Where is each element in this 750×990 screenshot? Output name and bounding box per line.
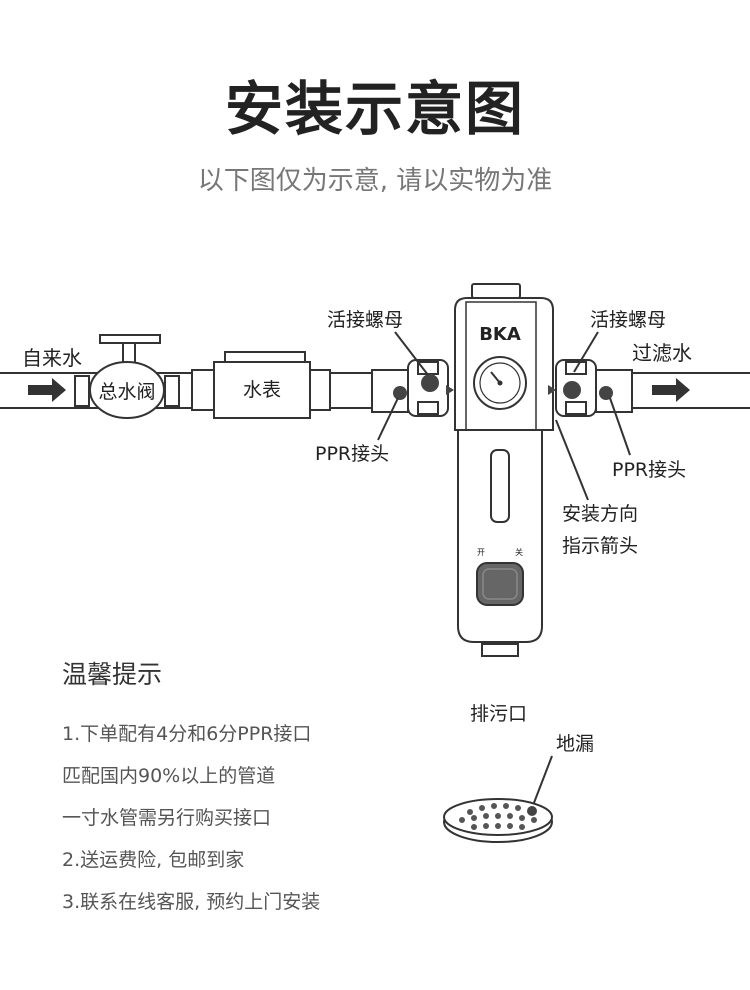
drain-outlet-label: 排污口 — [470, 703, 527, 725]
ppr-left-label: PPR接头 — [315, 443, 389, 465]
inlet-label: 自来水 — [22, 346, 82, 370]
installation-diagram: 自来水 总水阀 水表 活接螺母 PPR接头 BKA — [0, 283, 750, 657]
floor-drain-icon — [443, 798, 553, 843]
inlet-arrow-icon — [28, 378, 66, 402]
pressure-gauge — [473, 356, 527, 410]
brand-logo: BKA — [479, 324, 521, 345]
water-meter-label: 水表 — [243, 379, 281, 401]
drain-area: 排污口 地漏 — [443, 703, 594, 843]
nut-left-label: 活接螺母 — [327, 309, 403, 331]
tip-line: 1.下单配有4分和6分PPR接口 — [62, 723, 312, 745]
main-valve-label: 总水阀 — [98, 381, 155, 403]
switch-close-label: 关 — [515, 547, 523, 557]
tip-line: 匹配国内90%以上的管道 — [62, 765, 276, 787]
outlet-label: 过滤水 — [632, 341, 692, 365]
outlet-pipe — [632, 372, 750, 409]
ppr-right-label: PPR接头 — [612, 459, 686, 481]
tips-panel: 温馨提示 1.下单配有4分和6分PPR接口 匹配国内90%以上的管道 一寸水管需… — [62, 655, 422, 923]
pre-filter-unit: BKA 开 关 — [454, 283, 554, 657]
direction-arrow-label-line2: 指示箭头 — [562, 535, 638, 557]
water-meter: 水表 — [191, 351, 331, 419]
flush-knob[interactable] — [476, 562, 524, 606]
tip-line: 3.联系在线客服, 预约上门安装 — [62, 891, 321, 913]
switch-open-label: 开 — [477, 548, 485, 557]
left-fittings — [371, 359, 454, 417]
tips-title: 温馨提示 — [62, 660, 163, 689]
page-title: 安装示意图 — [224, 75, 525, 143]
outlet-arrow-icon — [652, 378, 690, 402]
right-fittings — [548, 359, 633, 417]
direction-arrow-icon — [446, 385, 454, 395]
direction-arrow-label-line1: 安装方向 — [562, 503, 638, 525]
floor-drain-label: 地漏 — [556, 733, 594, 755]
tip-line: 2.送运费险, 包邮到家 — [62, 849, 245, 871]
main-valve[interactable]: 总水阀 — [74, 334, 180, 419]
nut-right-label: 活接螺母 — [590, 309, 666, 331]
page-subtitle: 以下图仅为示意, 请以实物为准 — [197, 166, 553, 196]
tip-line: 一寸水管需另行购买接口 — [62, 807, 272, 829]
